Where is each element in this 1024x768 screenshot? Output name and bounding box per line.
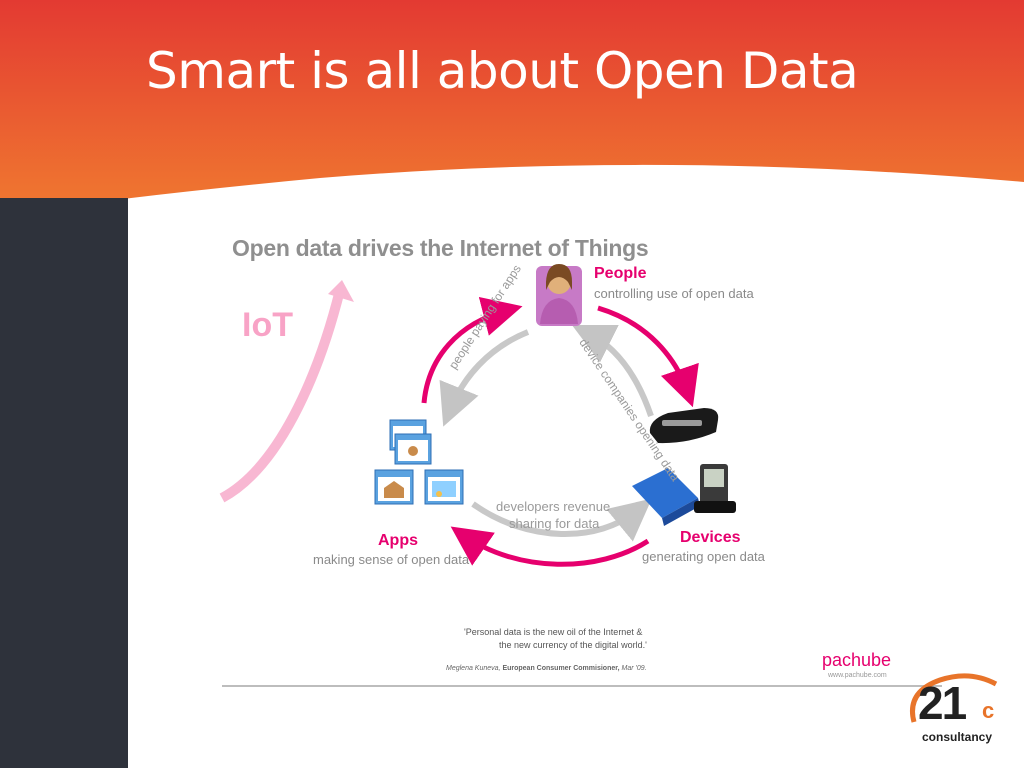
arrow-devices-to-apps <box>450 526 650 567</box>
grey-arrow-apps-to-devices <box>471 498 652 542</box>
quote-author: Meglena Kuneva, <box>446 665 501 672</box>
devices-title: Devices <box>680 529 741 546</box>
open-data-diagram: Open data drives the Internet of Things … <box>128 198 1024 768</box>
sidebar-panel <box>0 198 128 768</box>
people-subtitle: controlling use of open data <box>594 286 754 301</box>
pachube-url: www.pachube.com <box>828 672 887 679</box>
arrow-people-to-devices <box>597 305 699 408</box>
grey-arrow-devices-to-people <box>571 324 654 417</box>
header-band <box>0 0 1024 215</box>
flow-devices-to-apps-line2: sharing for data <box>509 516 600 531</box>
flow-devices-to-apps-line1: developers revenue <box>496 499 611 514</box>
diagram-graphics <box>219 264 736 567</box>
iot-arrow <box>219 288 345 503</box>
devices-subtitle: generating open data <box>642 549 765 564</box>
people-title: People <box>594 265 647 282</box>
device-icon <box>632 408 736 526</box>
diagram-divider <box>222 685 942 687</box>
quote-date: Mar '09. <box>621 665 647 672</box>
apps-subtitle: making sense of open data <box>313 552 470 567</box>
logo-number: 21 <box>918 677 967 729</box>
diagram-heading: Open data drives the Internet of Things <box>232 235 649 261</box>
quote-attribution: Meglena Kuneva, European Consumer Commis… <box>446 665 647 672</box>
logo-word: consultancy <box>922 730 993 744</box>
quote-role: European Consumer Commisioner, <box>502 665 620 672</box>
slide-title: Smart is all about Open Data <box>146 42 859 100</box>
grey-arrow-people-to-apps <box>439 329 530 427</box>
pachube-logo: pachube <box>822 650 892 670</box>
consultancy-logo: 21 c consultancy <box>900 670 1010 750</box>
iot-label: IoT <box>242 306 293 344</box>
iot-arrow-head <box>328 280 354 302</box>
logo-suffix: c <box>982 698 995 723</box>
person-icon <box>536 264 582 326</box>
app-windows-icon <box>374 419 464 505</box>
quote-line-2: the new currency of the digital world.' <box>499 640 647 650</box>
apps-title: Apps <box>378 532 418 549</box>
logo-arc-icon <box>910 673 998 723</box>
arrow-apps-to-people <box>421 296 523 404</box>
quote-line-1: 'Personal data is the new oil of the Int… <box>464 627 643 637</box>
